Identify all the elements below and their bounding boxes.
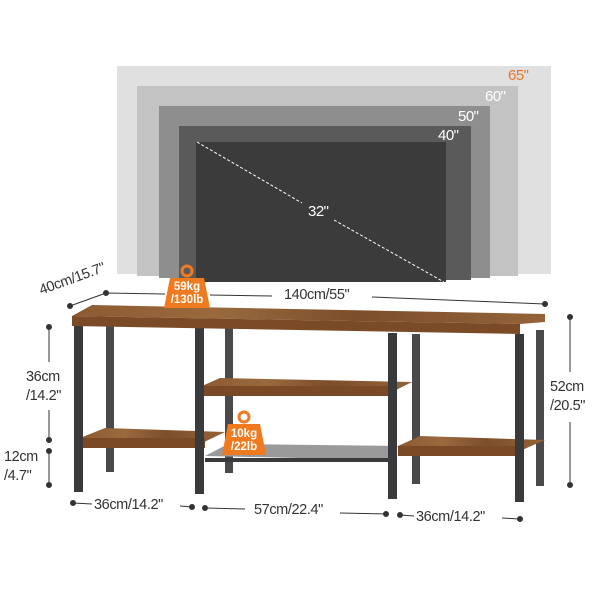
upper-height-dimension: 36cm /14.2" — [26, 369, 61, 404]
tv-65-label: 65" — [508, 67, 529, 84]
mesh-shelf-weight-capacity: 10kg /22lb — [222, 428, 266, 454]
tv-32-label: 32" — [308, 203, 329, 220]
top-weight-kg: 59kg — [173, 281, 201, 293]
middle-section-dimension: 57cm/22.4" — [254, 502, 323, 518]
mesh-weight-kg: 10kg — [230, 428, 258, 440]
top-weight-lb: /130lb — [170, 294, 204, 306]
mesh-weight-lb: /22lb — [230, 441, 258, 453]
total-height-dimension: 52cm /20.5" — [550, 379, 585, 414]
tv-50-label: 50" — [458, 108, 479, 125]
right-section-dimension: 36cm/14.2" — [416, 509, 485, 525]
left-section-dimension: 36cm/14.2" — [94, 497, 163, 513]
tv-40-label: 40" — [438, 127, 459, 144]
lower-height-dimension: 12cm /4.7" — [4, 449, 38, 484]
width-dimension: 140cm/55" — [284, 287, 350, 303]
top-weight-capacity: 59kg /130lb — [165, 281, 209, 307]
tv-60-label: 60" — [485, 88, 506, 105]
